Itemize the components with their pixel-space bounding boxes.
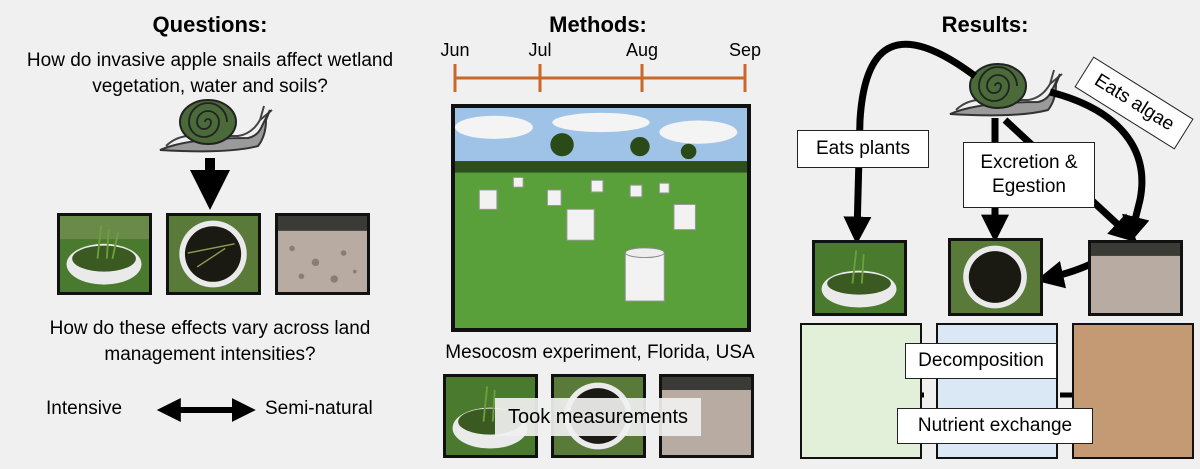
questions-heading: Questions: <box>152 12 268 37</box>
eats-plants-label: Eats plants <box>797 130 929 168</box>
mesocosm-field-photo <box>451 104 751 332</box>
nutrient-exchange-label: Nutrient exchange <box>897 408 1093 444</box>
snail-icon <box>159 99 273 153</box>
results-heading: Results: <box>941 12 1029 37</box>
gradient-left-label: Intensive <box>46 398 123 419</box>
took-measurements-label: Took measurements <box>495 398 701 436</box>
timeline-label: Jul <box>528 40 552 60</box>
gradient-right-label: Semi-natural <box>265 398 373 419</box>
methods-heading: Methods: <box>549 12 647 37</box>
soil-photo <box>275 213 370 295</box>
timeline-label: Aug <box>625 40 659 60</box>
question-2-line-2: management intensities? <box>104 344 316 365</box>
bucket-water-photo <box>948 238 1043 316</box>
photo-caption: Mesocosm experiment, Florida, USA <box>445 342 755 363</box>
question-1-line-1: How do invasive apple snails affect wetl… <box>26 50 394 71</box>
question-1-line-2: vegetation, water and soils? <box>92 76 328 97</box>
soil-photo <box>1088 240 1183 316</box>
eats-plants-arrow <box>843 40 978 245</box>
excretion-line-2: Egestion <box>992 176 1066 197</box>
excretion-line-1: Excretion & <box>980 152 1078 174</box>
bucket-plants-photo <box>57 213 152 295</box>
eats-algae-arrow <box>1049 88 1150 245</box>
excretion-egestion-label: Excretion & Egestion <box>963 142 1095 208</box>
timeline-label: Jun <box>440 40 470 60</box>
timeline <box>453 64 747 92</box>
decomposition-label: Decomposition <box>905 343 1057 379</box>
bucket-water-photo <box>166 213 261 295</box>
bucket-plants-photo <box>812 240 907 316</box>
timeline-label: Sep <box>728 40 762 60</box>
question-2-line-1: How do these effects vary across land <box>49 318 371 339</box>
